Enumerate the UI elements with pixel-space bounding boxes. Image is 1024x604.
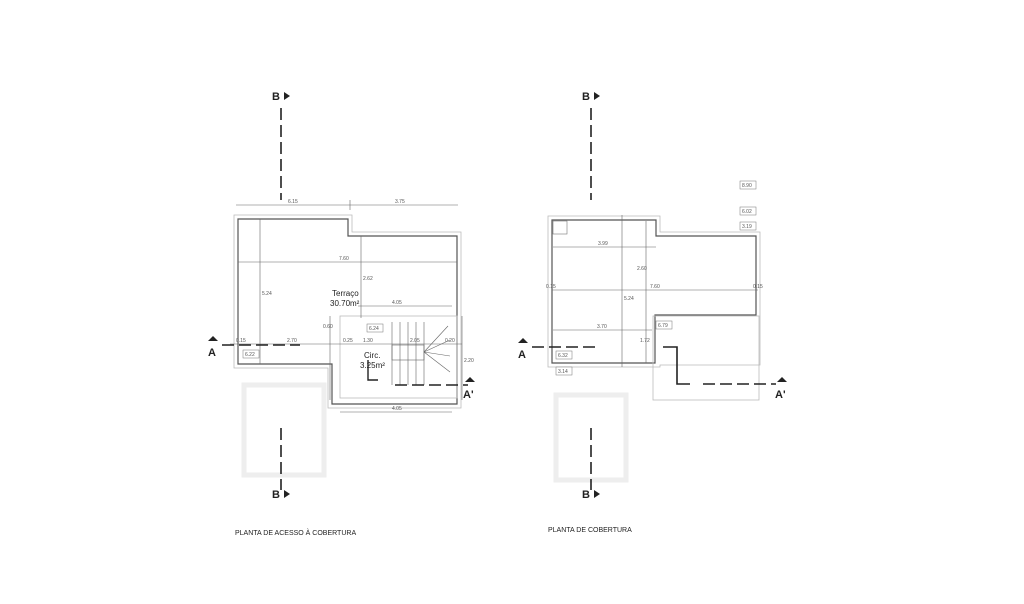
section-line-a bbox=[663, 346, 690, 385]
stairs bbox=[391, 322, 451, 385]
dim-label: 1.72 bbox=[640, 338, 650, 344]
roof-outline bbox=[547, 215, 761, 368]
dim-label: 0.15 bbox=[236, 338, 246, 344]
dim-label: 2.05 bbox=[410, 338, 420, 344]
dim-label: 1.30 bbox=[363, 338, 373, 344]
dim-label: 4.05 bbox=[392, 300, 402, 306]
wall-outline bbox=[237, 218, 458, 405]
outer-outline bbox=[233, 214, 462, 409]
dim-label: 6.15 bbox=[288, 199, 298, 205]
ghost-lower-floor bbox=[241, 382, 629, 483]
level-label: 6.24 bbox=[369, 326, 379, 332]
dim-label: 0.60 bbox=[323, 324, 333, 330]
plan-title-right: PLANTA DE COBERTURA bbox=[548, 527, 632, 534]
section-arrow-icon bbox=[208, 336, 218, 341]
dim-label: 7.60 bbox=[339, 256, 349, 262]
room-name-circ: Circ. bbox=[364, 351, 380, 360]
section-arrow-icon bbox=[594, 490, 600, 498]
stair-box bbox=[339, 315, 458, 399]
dim-label: 2.20 bbox=[464, 358, 474, 364]
dim-label: 2.62 bbox=[363, 276, 373, 282]
dim-label: 0.15 bbox=[753, 284, 763, 290]
section-mark-b-bottom: B bbox=[272, 489, 280, 501]
level-label: 6.79 bbox=[658, 323, 668, 329]
section-arrow-icon bbox=[594, 92, 600, 100]
roof-edge bbox=[551, 219, 757, 364]
level-label: 6.02 bbox=[742, 209, 752, 215]
stair-arrow bbox=[367, 360, 378, 381]
dim-label: 2.70 bbox=[287, 338, 297, 344]
left-plan: B B 6.15 3.75 7.60 5.24 bbox=[208, 91, 475, 537]
dim-label: 5.24 bbox=[262, 291, 272, 297]
right-plan: B B 8.90 6.02 3.19 6.79 6.32 3.14 3.99 7… bbox=[518, 91, 787, 534]
dim-label: 3.75 bbox=[395, 199, 405, 205]
level-label: 6.22 bbox=[245, 352, 255, 358]
dim-label: 0.15 bbox=[546, 284, 556, 290]
section-mark-a-left: A bbox=[208, 347, 216, 359]
room-area-circ: 3.25m² bbox=[360, 361, 385, 370]
section-mark-b-top: B bbox=[272, 91, 280, 103]
dim-label: 7.60 bbox=[650, 284, 660, 290]
section-mark-a-right: A' bbox=[463, 389, 474, 401]
level-label: 6.32 bbox=[558, 353, 568, 359]
section-mark-b-top: B bbox=[582, 91, 590, 103]
dim-label: 2.60 bbox=[637, 266, 647, 272]
level-label: 3.19 bbox=[742, 224, 752, 230]
level-label: 3.14 bbox=[558, 369, 568, 375]
section-mark-b-bottom: B bbox=[582, 489, 590, 501]
lower-roof bbox=[652, 315, 760, 401]
room-name-terraco: Terraço bbox=[332, 289, 359, 298]
section-arrow-icon bbox=[518, 338, 528, 343]
dimension-lines bbox=[552, 215, 758, 367]
section-arrow-icon bbox=[777, 377, 787, 382]
dim-label: 5.24 bbox=[624, 296, 634, 302]
level-label: 8.90 bbox=[742, 183, 752, 189]
dim-label: 4.05 bbox=[392, 406, 402, 412]
dim-label: 3.99 bbox=[598, 241, 608, 247]
section-arrow-icon bbox=[284, 92, 290, 100]
section-arrow-icon bbox=[465, 377, 475, 382]
dim-label: 3.70 bbox=[597, 324, 607, 330]
section-arrow-icon bbox=[284, 490, 290, 498]
room-area-terraco: 30.70m² bbox=[330, 299, 360, 308]
dimension-lines bbox=[230, 200, 463, 413]
plan-title-left: PLANTA DE ACESSO À COBERTURA bbox=[235, 528, 356, 537]
section-mark-a-right: A' bbox=[775, 389, 786, 401]
dim-label: 0.20 bbox=[445, 338, 455, 344]
section-mark-a-left: A bbox=[518, 349, 526, 361]
dim-label: 0.25 bbox=[343, 338, 353, 344]
